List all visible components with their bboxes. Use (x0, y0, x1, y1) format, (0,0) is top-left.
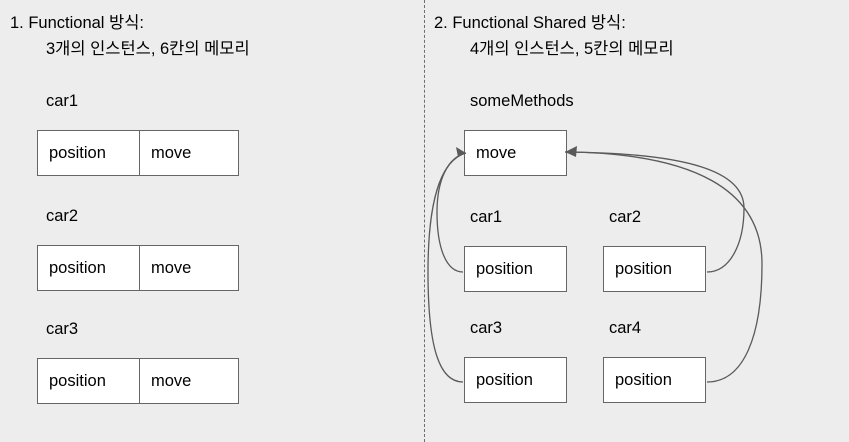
memory-cell-position: position (615, 370, 672, 389)
object-label-car4-shared: car4 (609, 319, 642, 337)
panel-title-line1: 1. Functional 방식: (10, 14, 145, 32)
panel-divider (424, 0, 425, 442)
memory-cell-position: position (49, 143, 106, 162)
object-label-car3-functional: car3 (46, 320, 79, 338)
object-label-car1-functional: car1 (46, 92, 79, 110)
memory-cell-position: position (476, 370, 533, 389)
object-label-car2-functional: car2 (46, 207, 79, 225)
memory-cell-position: position (49, 258, 106, 277)
panel-title-line2: 3개의 인스턴스, 6칸의 메모리 (46, 40, 250, 58)
object-label-car3-shared: car3 (470, 319, 503, 337)
memory-box-car3-functional: position move (37, 358, 239, 404)
arrow-car1-to-move (436, 152, 467, 273)
panel-title-line2: 4개의 인스턴스, 5칸의 메모리 (470, 40, 674, 58)
memory-cell-position: position (476, 259, 533, 278)
memory-cell-move: move (139, 246, 238, 290)
object-label-car2-shared: car2 (609, 208, 642, 226)
memory-cell-position: position (615, 259, 672, 278)
memory-box-car1-shared: position (464, 246, 567, 292)
memory-box-somemethods: move (464, 130, 567, 176)
memory-cell-move: move (139, 359, 238, 403)
object-label-car1-shared: car1 (470, 208, 503, 226)
panel-title-functional: 1. Functional 방식: 3개의 인스턴스, 6칸의 메모리 (10, 10, 250, 62)
memory-box-car3-shared: position (464, 357, 567, 403)
memory-box-car2-functional: position move (37, 245, 239, 291)
memory-box-car4-shared: position (603, 357, 706, 403)
memory-box-car2-shared: position (603, 246, 706, 292)
object-label-somemethods: someMethods (470, 92, 574, 110)
memory-cell-move: move (476, 143, 517, 162)
memory-box-car1-functional: position move (37, 130, 239, 176)
panel-title-line1: 2. Functional Shared 방식: (434, 14, 626, 32)
arrow-car3-to-move (427, 152, 467, 383)
panel-title-functional-shared: 2. Functional Shared 방식: 4개의 인스턴스, 5칸의 메… (434, 10, 674, 62)
memory-cell-move: move (139, 131, 238, 175)
memory-cell-position: position (49, 371, 106, 390)
